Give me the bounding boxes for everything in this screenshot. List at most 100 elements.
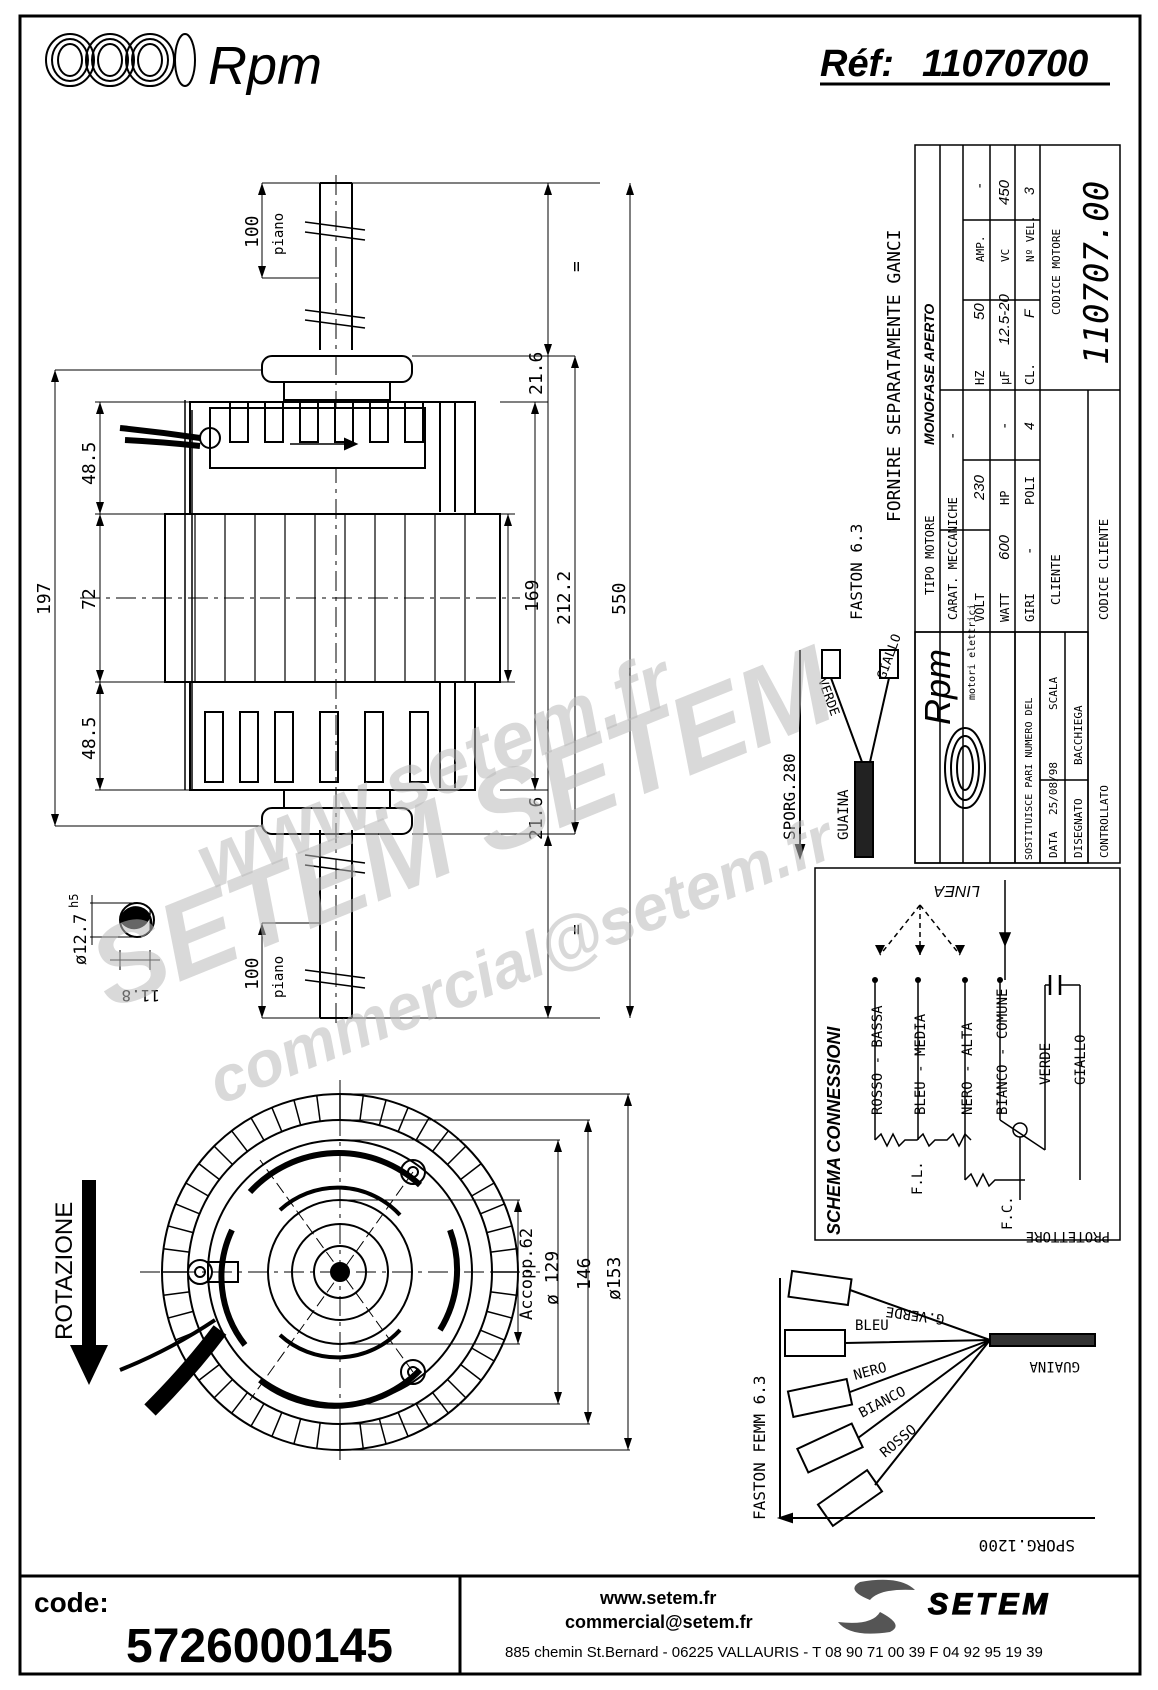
dim-lower-winding: 48.5 bbox=[79, 717, 100, 760]
cooling-rib bbox=[250, 1117, 265, 1141]
bottom-lead-wires bbox=[776, 1269, 1096, 1528]
dim-overall-body: 197 bbox=[34, 582, 55, 615]
lead-gverde: G.VERDE bbox=[885, 1303, 946, 1327]
schema-fl: F.L. bbox=[910, 1161, 926, 1195]
dim-stator-body: 169 bbox=[522, 579, 543, 612]
giri-label: GIRI bbox=[1023, 593, 1037, 622]
controllato-label: CONTROLLATO bbox=[1098, 785, 1111, 858]
rotation-label: ROTAZIONE bbox=[51, 1202, 78, 1340]
cliente-label: CLIENTE bbox=[1049, 554, 1063, 605]
carat-label: CARAT. MECCANICHE bbox=[946, 497, 960, 620]
dim-shaft-tol: h5 bbox=[67, 894, 81, 908]
tipo-label: TIPO MOTORE bbox=[923, 516, 937, 595]
dim-flat: 11.8 bbox=[121, 986, 160, 1005]
schema-giallo: GIALLO bbox=[1073, 1034, 1089, 1085]
nvel-label: Nº VEL. bbox=[1024, 216, 1037, 262]
note-ganci: FORNIRE SEPARATAMENTE GANCI bbox=[884, 229, 905, 522]
cooling-rib bbox=[316, 1095, 321, 1122]
cooling-rib bbox=[198, 1163, 220, 1181]
lead-bianco: BIANCO bbox=[856, 1384, 908, 1422]
hz-label: HZ bbox=[973, 371, 987, 385]
code-value: 5726000145 bbox=[126, 1620, 393, 1673]
setem-logo-icon bbox=[838, 1579, 915, 1634]
cooling-rib bbox=[185, 1182, 209, 1197]
brand-name: Rpm bbox=[208, 36, 322, 96]
dim-shaft-dia: ø12.7 bbox=[71, 914, 91, 965]
lead-guaina: GUAINA bbox=[836, 789, 852, 840]
dim-hub-top: 21.6 bbox=[526, 352, 547, 395]
ref-value: 11070700 bbox=[922, 43, 1088, 85]
front-view-dimensions bbox=[340, 1093, 630, 1451]
cooling-rib bbox=[490, 1248, 517, 1253]
schema-rosso: ROSSO - BASSA bbox=[870, 1005, 886, 1115]
top-lead-wires bbox=[794, 649, 899, 861]
cooling-rib bbox=[480, 1203, 505, 1215]
dim-d129: ø 129 bbox=[542, 1251, 563, 1305]
codice-motore-label: CODICE MOTORE bbox=[1050, 229, 1063, 315]
amp-value: - bbox=[972, 182, 988, 190]
cooling-rib bbox=[163, 1248, 190, 1253]
data-value: 25/08/98 bbox=[1047, 762, 1060, 815]
code-label: code: bbox=[34, 1587, 109, 1618]
side-view-dimension-labels: 100 piano 21.6 48.5 197 72 48.5 169 212.… bbox=[34, 213, 630, 998]
cooling-rib bbox=[415, 1403, 430, 1427]
logo-brand: Rpm bbox=[917, 649, 958, 725]
reference: Réf: 11070700 bbox=[820, 43, 1110, 86]
schema-bianco: BIANCO - COMUNE bbox=[995, 989, 1011, 1115]
cooling-rib bbox=[271, 1107, 283, 1132]
cooling-rib bbox=[415, 1117, 430, 1141]
codice-motore-value: 110707.00 bbox=[1077, 181, 1117, 365]
motor-front-view bbox=[119, 1080, 540, 1460]
faston-femm: FASTON FEMM 6.3 bbox=[750, 1376, 769, 1521]
dim-shaft-top-note: piano bbox=[271, 213, 287, 255]
cooling-rib bbox=[359, 1422, 364, 1449]
dim-total-length: 550 bbox=[609, 582, 630, 615]
poli-label: POLI bbox=[1023, 476, 1037, 505]
amp-label: AMP. bbox=[974, 236, 987, 263]
faston-top: FASTON 6.3 bbox=[847, 524, 866, 620]
dim-upper-winding: 48.5 bbox=[79, 442, 100, 485]
title-block-text: FORNIRE SEPARATAMENTE GANCI TIPO MOTORE … bbox=[884, 179, 1117, 622]
revision-block bbox=[914, 631, 1089, 864]
front-view-dimension-arrows bbox=[514, 1094, 632, 1450]
cooling-rib bbox=[460, 1163, 482, 1181]
cooling-rib bbox=[293, 1418, 302, 1445]
data-label: DATA bbox=[1047, 831, 1060, 858]
cooling-rib bbox=[213, 1145, 234, 1166]
top-lead-labels: FASTON 6.3 VERDE GIALLO GUAINA SPORG.280 bbox=[780, 524, 905, 840]
cl-label: CL. bbox=[1023, 363, 1037, 385]
schema-bleu: BLEU - MEDIA bbox=[913, 1013, 929, 1115]
cooling-rib bbox=[231, 1392, 249, 1414]
tipo-value: MONOFASE APERTO bbox=[921, 304, 937, 445]
volt-label: VOLT bbox=[973, 593, 987, 622]
front-view-dimension-labels: Accopp.62 ø 129 146 ø153 bbox=[517, 1228, 625, 1320]
dim-between-hubs: 212.2 bbox=[554, 571, 575, 625]
schema-linea: LINEA bbox=[934, 882, 980, 899]
cooling-rib bbox=[460, 1363, 482, 1381]
dim-equal-bottom: = bbox=[566, 924, 587, 935]
cooling-rib bbox=[378, 1099, 387, 1126]
cooling-rib bbox=[471, 1347, 495, 1362]
lead-bleu: BLEU bbox=[855, 1318, 889, 1334]
cl-value: F bbox=[1021, 308, 1037, 318]
coil-logo-icon bbox=[45, 33, 196, 87]
schema-fc: F.C. bbox=[1000, 1196, 1016, 1230]
ref-label: Réf: bbox=[820, 43, 894, 85]
cooling-rib bbox=[471, 1182, 495, 1197]
cooling-rib bbox=[271, 1412, 283, 1437]
vc-value: 450 bbox=[996, 179, 1013, 205]
schema-title: SCHEMA CONNESSIONI bbox=[824, 1026, 844, 1235]
watt-value: 600 bbox=[996, 534, 1013, 560]
sheet-frame bbox=[18, 14, 1142, 1676]
hp-label: HP bbox=[998, 491, 1012, 505]
dim-d153: ø153 bbox=[604, 1257, 625, 1300]
footer-email: commercial@setem.fr bbox=[565, 1612, 753, 1632]
cooling-rib bbox=[378, 1418, 387, 1445]
dim-shaft-top: 100 bbox=[242, 215, 263, 248]
cooling-rib bbox=[293, 1099, 302, 1126]
cooling-rib bbox=[446, 1378, 467, 1399]
lead-sporg-bottom: SPORG.1200 bbox=[979, 1536, 1075, 1555]
dim-stator: 72 bbox=[79, 588, 100, 610]
lead-sporg: SPORG.280 bbox=[780, 753, 799, 840]
uf-value: 12.5-20 bbox=[996, 293, 1013, 345]
